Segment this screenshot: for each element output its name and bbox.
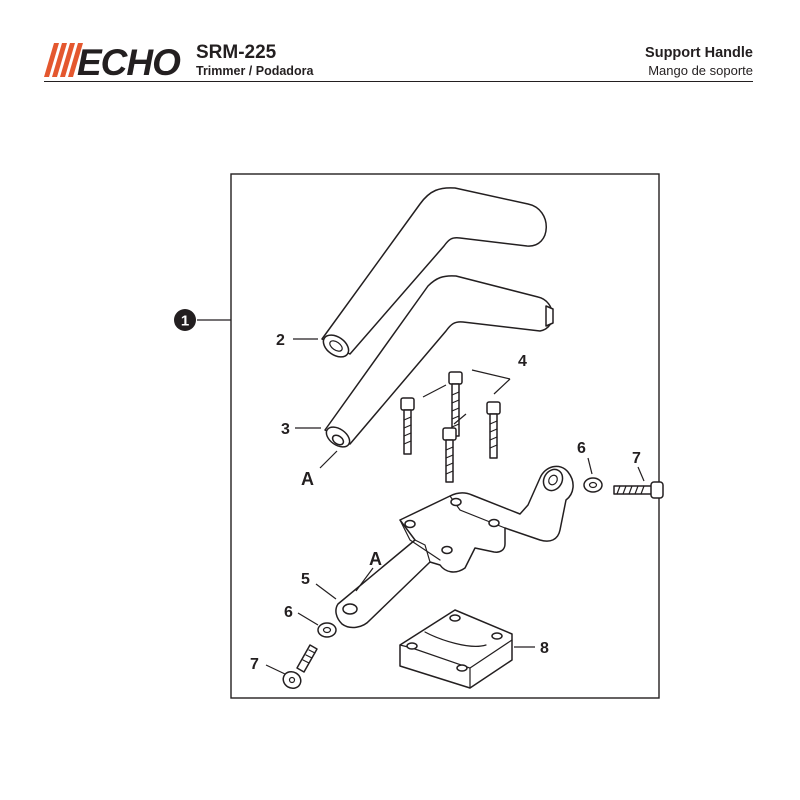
- washer-upper-part: [583, 477, 603, 493]
- header-rule: [44, 81, 753, 82]
- clamp-part: [399, 609, 513, 689]
- echo-logo: ECHO: [44, 43, 182, 77]
- ref-a-upper: A: [301, 469, 314, 489]
- callout-6-upper: 6: [577, 440, 586, 457]
- callout-4: 4: [518, 353, 527, 370]
- ref-a-lower-leader: [355, 567, 374, 592]
- screws-part: [400, 371, 501, 483]
- ref-a-upper-leader: [319, 450, 338, 469]
- callout-5: 5: [301, 571, 310, 588]
- callout-6-lower: 6: [284, 604, 293, 621]
- bolt-lower-part: [282, 644, 318, 690]
- handle-grip-part: [321, 187, 547, 358]
- assembly-frame: [230, 173, 660, 699]
- bolt-upper-part: [613, 481, 664, 499]
- section-subtitle: Mango de soporte: [648, 63, 753, 78]
- ref-a-lower: A: [369, 549, 382, 569]
- brand-name: ECHO: [77, 43, 181, 77]
- screw-3: [486, 401, 501, 459]
- washer-lower-part: [317, 622, 337, 638]
- model-number: SRM-225: [196, 42, 277, 63]
- bracket-part: [335, 465, 574, 629]
- screw-4: [442, 427, 457, 483]
- callout-8: 8: [540, 640, 549, 657]
- handle-bar-part: [324, 275, 554, 448]
- assembly-callout-number: 1: [181, 313, 189, 330]
- assembly-callout: 1: [174, 309, 231, 331]
- product-name: Trimmer / Podadora: [196, 64, 314, 78]
- screw-1: [448, 371, 463, 437]
- logo-stripes: [44, 43, 83, 77]
- callout-2: 2: [276, 332, 285, 349]
- page-header: ECHO SRM-225 Trimmer / Podadora Support …: [0, 0, 800, 85]
- section-title: Support Handle: [645, 45, 753, 61]
- callout-7-lower: 7: [250, 656, 259, 673]
- callout-3: 3: [281, 421, 290, 438]
- callout-7-upper: 7: [632, 450, 641, 467]
- screw-2: [400, 397, 415, 455]
